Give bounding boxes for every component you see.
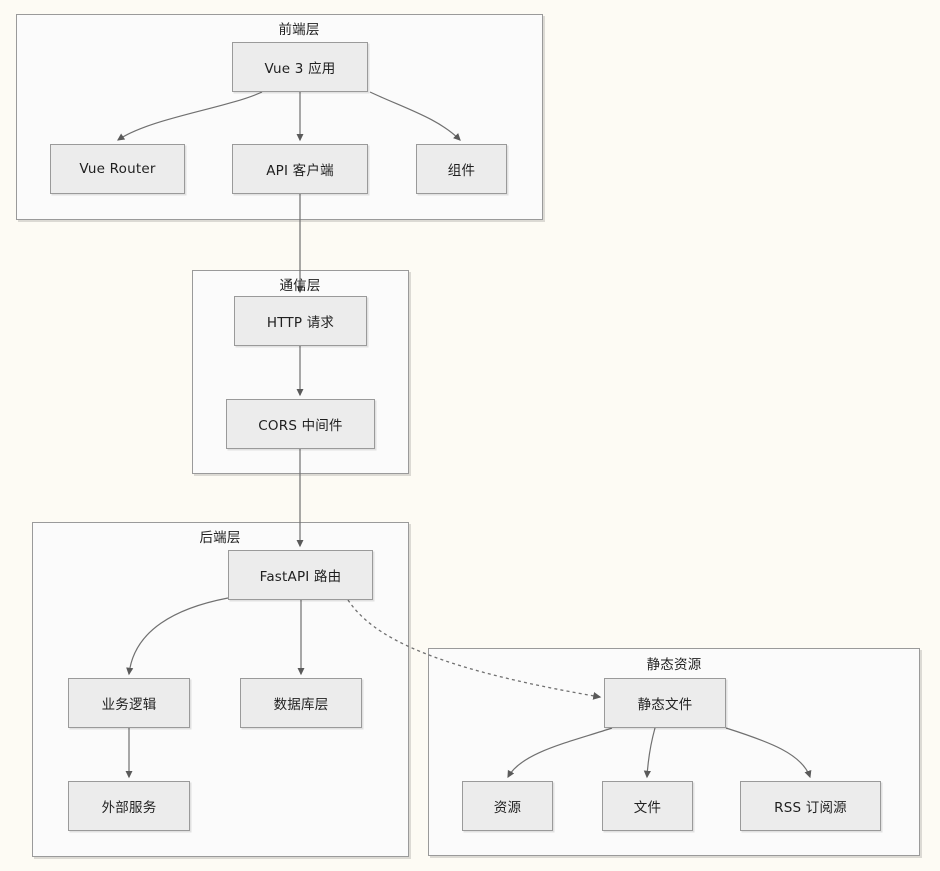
node-business-logic[interactable]: 业务逻辑: [68, 678, 190, 728]
node-label-rss-feed: RSS 订阅源: [774, 800, 847, 816]
node-external-svc[interactable]: 外部服务: [68, 781, 190, 831]
cluster-label-backend: 后端层: [199, 530, 241, 546]
node-files[interactable]: 文件: [602, 781, 693, 831]
node-database-layer[interactable]: 数据库层: [240, 678, 362, 728]
node-rss-feed[interactable]: RSS 订阅源: [740, 781, 881, 831]
node-label-files: 文件: [633, 800, 662, 816]
node-label-vue-router: Vue Router: [79, 161, 156, 177]
node-http-request[interactable]: HTTP 请求: [234, 296, 367, 346]
cluster-label-communication: 通信层: [279, 278, 321, 294]
node-label-database-layer: 数据库层: [273, 697, 329, 713]
node-label-fastapi-router: FastAPI 路由: [259, 569, 342, 585]
node-label-cors: CORS 中间件: [258, 418, 343, 434]
node-fastapi-router[interactable]: FastAPI 路由: [228, 550, 373, 600]
node-api-client[interactable]: API 客户端: [232, 144, 368, 194]
node-vue-app[interactable]: Vue 3 应用: [232, 42, 368, 92]
node-label-components: 组件: [447, 163, 476, 179]
node-components[interactable]: 组件: [416, 144, 507, 194]
node-cors[interactable]: CORS 中间件: [226, 399, 375, 449]
node-label-http-request: HTTP 请求: [266, 315, 335, 331]
node-label-business-logic: 业务逻辑: [101, 697, 157, 713]
cluster-label-static: 静态资源: [646, 657, 702, 673]
node-label-external-svc: 外部服务: [101, 800, 157, 816]
cluster-label-frontend: 前端层: [278, 22, 320, 38]
node-label-static-files: 静态文件: [637, 697, 693, 713]
node-assets[interactable]: 资源: [462, 781, 553, 831]
node-label-api-client: API 客户端: [266, 163, 334, 179]
node-vue-router[interactable]: Vue Router: [50, 144, 185, 194]
node-label-vue-app: Vue 3 应用: [264, 61, 336, 77]
node-static-files[interactable]: 静态文件: [604, 678, 726, 728]
node-label-assets: 资源: [493, 800, 522, 816]
